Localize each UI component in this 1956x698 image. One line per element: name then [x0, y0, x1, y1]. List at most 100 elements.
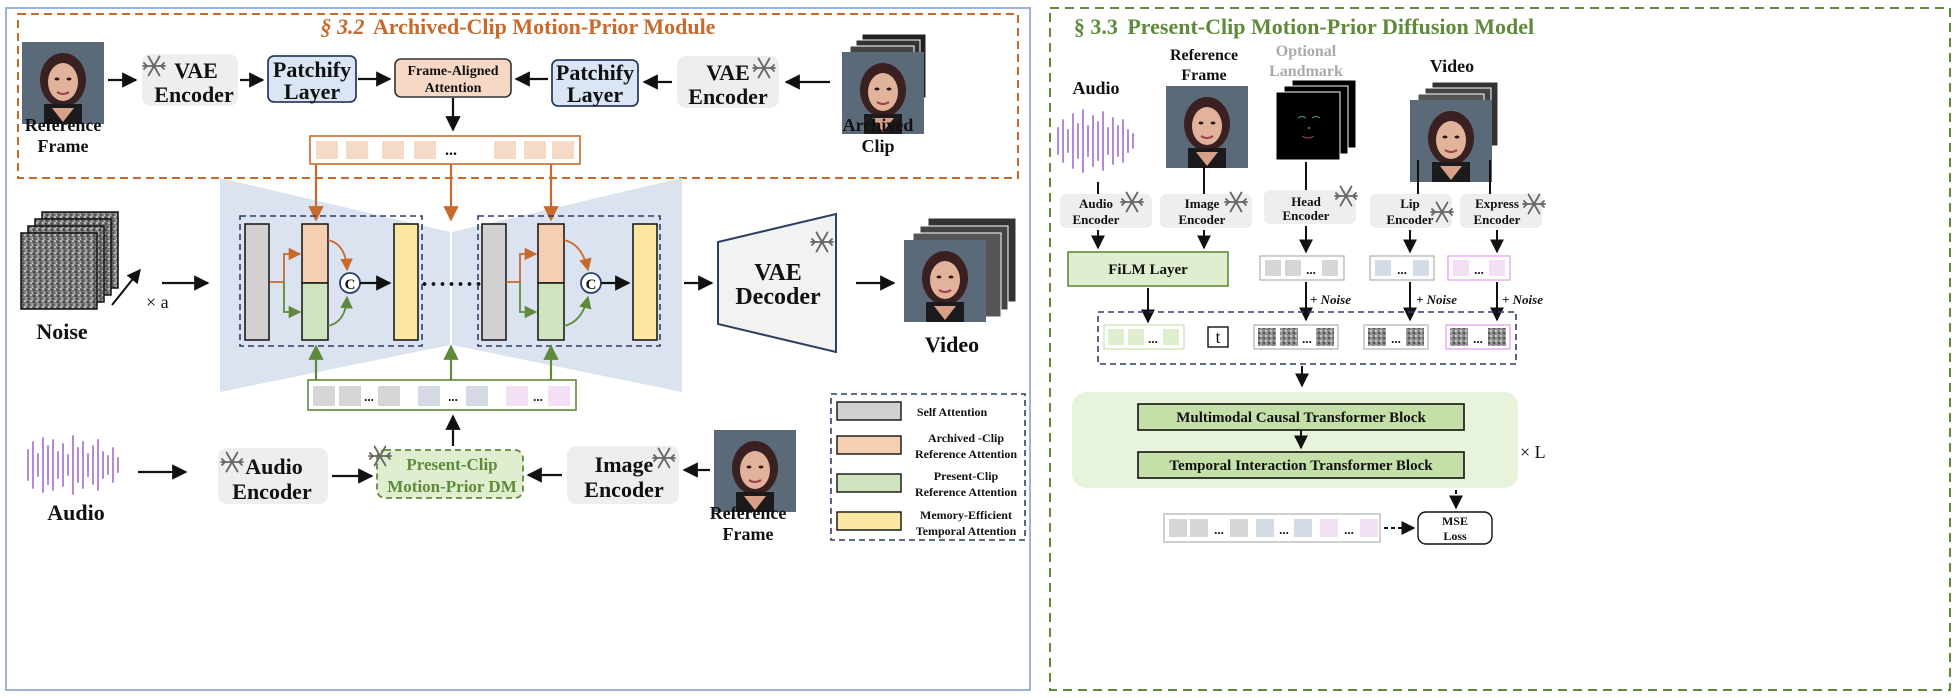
right-section-title: § 3.3 Present-Clip Motion-Prior Diffusio… [1074, 14, 1534, 39]
ref-frame-bottom-label-2: Frame [723, 524, 774, 544]
reference-frame-image-top [21, 41, 105, 125]
self-attention-right [481, 223, 507, 341]
mse-loss-label-2: Loss [1443, 529, 1467, 543]
temporal-attention-right [632, 223, 658, 341]
present-ref-attention-right [537, 282, 565, 341]
present-clip-dm-label-1: Present-Clip [406, 455, 497, 474]
archived-clip-label-2: Clip [861, 136, 894, 156]
image-encoder-left [567, 446, 679, 504]
present-token-ellipsis-1: ... [364, 389, 374, 404]
archived-clip-module-box [17, 13, 1019, 179]
temporal-interaction-transformer-block [1137, 451, 1465, 479]
express-token-ellipsis: ... [1474, 262, 1484, 277]
temporal-block-label: Temporal Interaction Transformer Block [1169, 458, 1433, 474]
audio-encoder-right-label-1: Audio [1079, 196, 1113, 211]
express-encoder-label-2: Encoder [1474, 212, 1521, 227]
frame-aligned-attention-label-2: Attention [425, 81, 482, 96]
patchify-left-label-2: Layer [284, 79, 340, 104]
reference-frame-right-label-2: Frame [1181, 67, 1226, 84]
predicted-token-ellipsis-2: ... [1279, 522, 1289, 537]
audio-encoder-left [218, 448, 328, 504]
patchify-right-label-2: Layer [567, 82, 623, 107]
vae-encoder-right [677, 56, 779, 108]
legend-present-ref-attention: Present-Clip Reference Attention [836, 469, 1017, 499]
present-clip-dm-label-2: Motion-Prior DM [387, 477, 517, 496]
audio-waveform-left [27, 435, 119, 495]
frame-aligned-attention [394, 58, 512, 98]
patchify-left-label-1: Patchify [273, 57, 351, 82]
optional-landmark-label-1: Optional [1276, 43, 1337, 60]
present-token-ellipsis-2: ... [448, 389, 458, 404]
present-tokens [313, 386, 570, 406]
middle-layers-ellipsis: ······· [420, 272, 483, 298]
head-encoder-label-2: Encoder [1283, 208, 1330, 223]
lip-encoder-label-1: Lip [1400, 196, 1420, 211]
svg-text:Archived -Clip: Archived -Clip [928, 431, 1004, 445]
timestep-box [1207, 326, 1229, 348]
present-token-ellipsis-3: ... [533, 389, 543, 404]
archived-clip-stack [841, 33, 927, 135]
legend-temporal-attention: Memory-Efficient Temporal Attention [836, 508, 1017, 538]
frame-aligned-attention-label-1: Frame-Aligned [408, 64, 499, 79]
image-encoder-left-label-1: Image [595, 452, 654, 477]
vae-encoder-right-label-1: VAE [706, 60, 750, 85]
times-l-label: × L [1520, 442, 1546, 462]
reference-frame-right-label-1: Reference [1170, 47, 1238, 64]
token-sequence-box [1097, 311, 1517, 365]
lip-encoder-label-2: Encoder [1387, 212, 1434, 227]
audio-encoder-right-label-2: Encoder [1073, 212, 1120, 227]
audio-encoder-left-label-1: Audio [245, 454, 302, 479]
noisy-lip-token-ellipsis: ... [1391, 331, 1401, 346]
reference-frame-image-bottom [713, 429, 797, 513]
film-token-ellipsis: ... [1148, 331, 1158, 346]
mse-loss-label-1: MSE [1442, 514, 1468, 528]
vae-encoder-left [142, 54, 238, 106]
unet-encoder-half [220, 178, 450, 392]
present-clip-motion-prior-dm [376, 449, 524, 499]
ref-frame-top-label-2: Frame [38, 136, 89, 156]
present-ref-attention-left [301, 282, 329, 341]
mse-loss-box [1417, 511, 1493, 545]
predicted-token-ellipsis-3: ... [1344, 522, 1354, 537]
noise-label: Noise [36, 319, 88, 344]
express-encoder [1460, 194, 1542, 228]
noise-stack [20, 211, 119, 310]
self-attention-left [244, 223, 270, 341]
audio-label-left: Audio [47, 500, 104, 525]
lip-encoder [1370, 194, 1452, 228]
express-encoder-label-1: Express [1475, 196, 1519, 211]
svg-text:Reference Attention: Reference Attention [915, 447, 1017, 461]
vae-decoder-label-2: Decoder [735, 284, 821, 310]
multimodal-causal-transformer-block [1137, 403, 1465, 431]
video-label-right: Video [1430, 56, 1474, 76]
timestep-label: t [1215, 327, 1220, 347]
svg-text:Temporal Attention: Temporal Attention [916, 524, 1017, 538]
video-stack-right [1409, 81, 1499, 183]
film-layer-label: FiLM Layer [1108, 262, 1188, 278]
plus-noise-lip: + Noise [1416, 292, 1457, 307]
audio-encoder-left-label-2: Encoder [232, 479, 312, 504]
plus-noise-head: + Noise [1310, 292, 1351, 307]
patchify-right-label-1: Patchify [556, 60, 634, 85]
audio-label-right: Audio [1072, 78, 1119, 98]
output-video-stack [903, 217, 1017, 323]
patchify-layer-right [551, 59, 639, 107]
predicted-token-ellipsis-1: ... [1214, 522, 1224, 537]
unet-block-left [239, 215, 423, 347]
archived-clip-label-1: Archived [843, 115, 914, 135]
concat-symbol-right: C [586, 277, 597, 293]
unet-block-right [477, 215, 661, 347]
patchify-layer-left [267, 55, 357, 103]
concat-symbol-left: C [345, 277, 356, 293]
svg-text:Present-Clip: Present-Clip [934, 469, 999, 483]
reference-frame-image-right [1165, 85, 1249, 169]
vae-encoder-left-label-1: VAE [174, 58, 218, 83]
archived-tokens [316, 141, 574, 159]
legend-archived-ref-attention: Archived -Clip Reference Attention [836, 431, 1017, 461]
image-encoder-right-label-1: Image [1185, 196, 1220, 211]
left-section-title: § 3.2 Archived-Clip Motion-Prior Module [321, 14, 716, 39]
temporal-attention-left [393, 223, 419, 341]
image-encoder-left-label-2: Encoder [584, 477, 664, 502]
right-panel-border [1049, 7, 1951, 691]
